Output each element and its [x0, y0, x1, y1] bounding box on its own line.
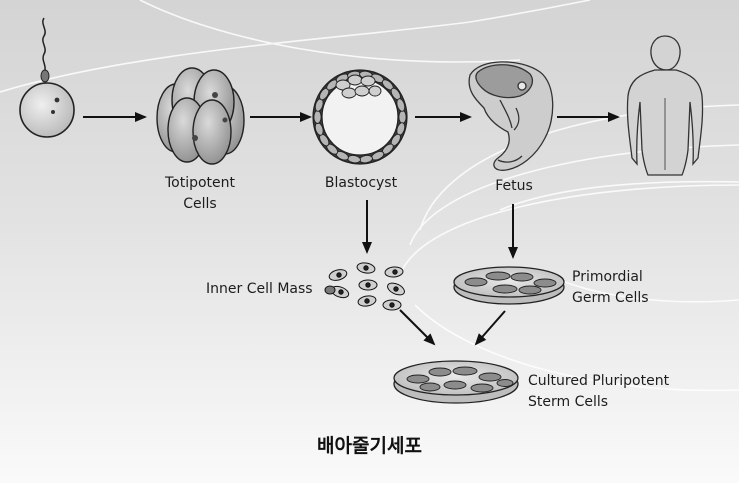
label-cultured-pluripotent: Cultured Pluripotent Sterm Cells	[528, 371, 669, 413]
label-totipotent-line2: Cells	[183, 196, 217, 212]
arrow-primordial-to-cultured	[474, 310, 506, 346]
human-figure-icon	[626, 35, 704, 176]
fetus-icon	[468, 61, 554, 171]
blastocyst-icon	[312, 69, 408, 165]
inner-cell-mass-icon	[324, 262, 405, 311]
totipotent-cells-icon	[156, 67, 245, 165]
label-cultured-line2: Sterm Cells	[528, 394, 609, 410]
label-primordial-line1: Primordial	[572, 269, 643, 285]
sperm-egg-icon	[19, 17, 75, 138]
label-totipotent-line1: Totipotent	[164, 175, 236, 191]
label-blastocyst: Blastocyst	[324, 175, 398, 191]
primordial-germ-dish-icon	[453, 266, 565, 305]
arrow-inner-cell-mass-to-cultured	[399, 309, 436, 346]
label-cultured-line1: Cultured Pluripotent	[528, 373, 670, 389]
background-swirls	[0, 0, 739, 390]
label-fetus: Fetus	[495, 178, 533, 194]
label-primordial-germ-cells: Primordial Germ Cells	[572, 267, 649, 309]
blastocyst-wall-cell	[398, 110, 407, 124]
label-inner-cell-mass: Inner Cell Mass	[206, 281, 313, 297]
cultured-cells-dish-icon	[393, 360, 519, 404]
flow-arrows	[83, 112, 620, 346]
blastocyst-wall-cell	[313, 110, 322, 124]
label-totipotent-cells: Totipotent Cells	[150, 173, 250, 215]
diagram-title: 배아줄기세포	[317, 435, 422, 457]
blastocyst-wall-cell	[396, 98, 406, 112]
label-primordial-line2: Germ Cells	[572, 290, 649, 306]
